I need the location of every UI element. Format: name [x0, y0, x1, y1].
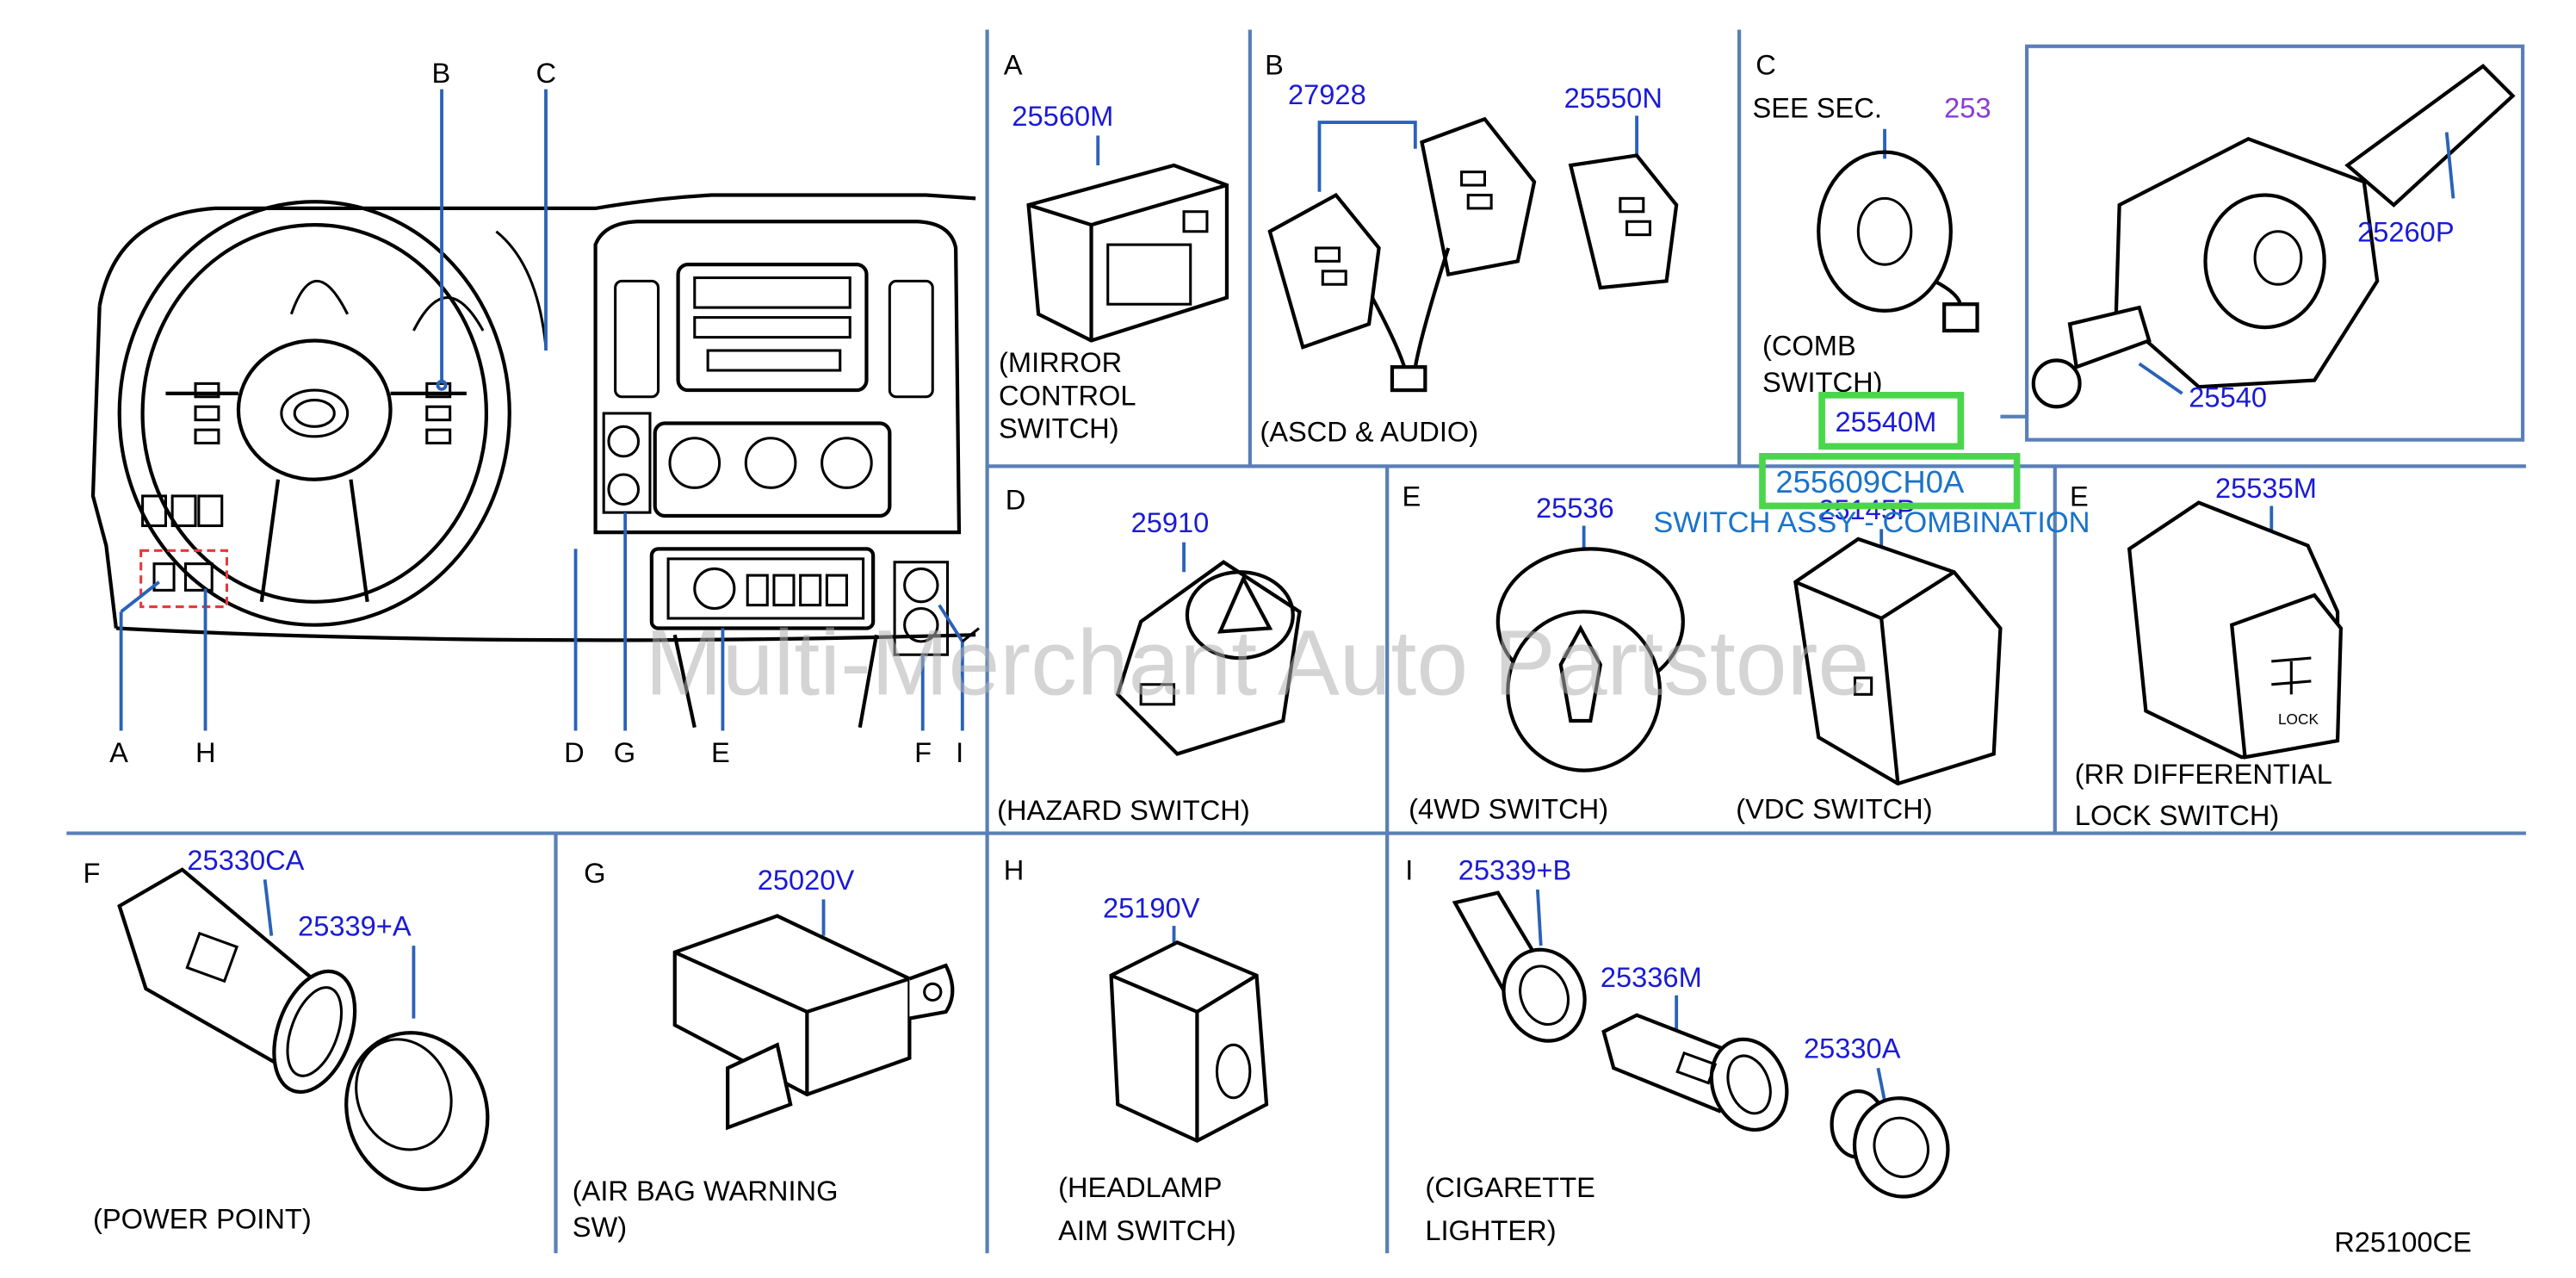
callout-d: D: [564, 736, 585, 768]
watermark: Multi-Merchant Auto Partstore: [645, 611, 1869, 714]
part-25330a[interactable]: 25330A: [1804, 1033, 1901, 1064]
part-25339a[interactable]: 25339+A: [298, 910, 412, 942]
panel-c-letter: C: [1756, 48, 1776, 80]
panel-h-caption-1: (HEADLAMP: [1058, 1171, 1222, 1203]
highlight-part-number[interactable]: 255609CH0A: [1775, 464, 1965, 499]
part-25339b[interactable]: 25339+B: [1458, 853, 1572, 885]
highlight-box-25540m: [1818, 391, 1965, 450]
part-25540[interactable]: 25540: [2189, 381, 2267, 413]
panel-e2-letter: E: [2070, 480, 2089, 512]
callout-e: E: [711, 736, 730, 768]
panel-e-caption-vdc: (VDC SWITCH): [1736, 792, 1932, 824]
panel-f-caption: (POWER POINT): [93, 1202, 312, 1234]
panel-f-power-point: F 25330CA 25339+A (POWER POINT): [83, 844, 490, 1234]
part-25336m[interactable]: 25336M: [1601, 961, 1702, 993]
panel-e2-rr-diff-lock: E 25535M LOCK (RR DIFFERENTIAL LOCK SWIT…: [2070, 472, 2344, 831]
part-27928[interactable]: 27928: [1288, 78, 1366, 110]
panel-b-letter: B: [1265, 48, 1284, 80]
panel-e2-caption-2: LOCK SWITCH): [2075, 799, 2279, 831]
panel-grid: [66, 29, 2526, 1254]
panel-e-4wd-vdc: E 25536 (4WD SWITCH) 25145P (VDC SWITCH): [1402, 480, 2003, 824]
panel-a-mirror-control: A 25560M (MIRROR CONTROL SWITCH): [999, 48, 1229, 444]
panel-h-headlamp-aim: H 25190V (HEADLAMP AIM SWITCH): [1004, 853, 1269, 1246]
panel-a-caption-1: (MIRROR: [999, 346, 1122, 378]
panel-c-see-sec: SEE SEC.: [1752, 91, 1881, 123]
callout-c: C: [536, 57, 556, 89]
panel-d-letter: D: [1006, 483, 1026, 515]
panel-g-letter: G: [584, 857, 605, 889]
panel-h-caption-2: AIM SWITCH): [1058, 1214, 1236, 1246]
panel-g-caption-1: (AIR BAG WARNING: [573, 1175, 839, 1207]
panel-b-caption: (ASCD & AUDIO): [1260, 416, 1478, 448]
panel-a-caption-2: CONTROL: [999, 379, 1136, 411]
diagram-code: R25100CE: [2334, 1225, 2472, 1257]
panel-e2-lock-text: LOCK: [2278, 710, 2319, 728]
part-25536[interactable]: 25536: [1536, 492, 1614, 524]
highlight-description: SWITCH ASSY - COMBINATION: [1653, 506, 2090, 539]
callout-h: H: [195, 736, 216, 768]
part-25190v[interactable]: 25190V: [1103, 891, 1200, 923]
steering-wheel: [117, 200, 511, 627]
dashboard-overview: B C A H D G E F I: [90, 57, 980, 768]
panel-i-caption-2: LIGHTER): [1425, 1214, 1556, 1246]
part-25330ca[interactable]: 25330CA: [187, 844, 304, 876]
panel-d-caption: (HAZARD SWITCH): [997, 794, 1250, 826]
panel-d-hazard-switch: D 25910 (HAZARD SWITCH): [997, 483, 1302, 826]
panel-a-caption-3: SWITCH): [999, 413, 1119, 444]
part-25535m[interactable]: 25535M: [2215, 472, 2317, 504]
part-25145p[interactable]: 25145P: [1818, 493, 1915, 525]
part-25020v[interactable]: 25020V: [758, 864, 855, 896]
panel-b-ascd-audio: B 27928 25550N (ASCD & AUDIO): [1260, 48, 1679, 448]
panel-c-comb-switch: C SEE SEC. 253 (COMB SWITCH) 25260P 2554…: [1752, 48, 2516, 450]
callout-f: F: [914, 736, 932, 768]
panel-e-caption-4wd: (4WD SWITCH): [1409, 792, 1608, 824]
callout-i: I: [956, 736, 963, 768]
panel-g-caption-2: SW): [573, 1211, 627, 1243]
panel-c-sec-link[interactable]: 253: [1944, 91, 1991, 123]
part-25540m[interactable]: 25540M: [1835, 406, 1936, 437]
panel-h-letter: H: [1004, 853, 1025, 885]
panel-g-airbag-warning: G 25020V (AIR BAG WARNING SW): [573, 857, 955, 1243]
callout-b: B: [432, 57, 451, 89]
panel-f-letter: F: [83, 857, 100, 889]
part-25260p[interactable]: 25260P: [2357, 215, 2454, 247]
center-stack: [593, 220, 962, 535]
part-25560m[interactable]: 25560M: [1012, 100, 1113, 132]
part-25550n[interactable]: 25550N: [1564, 82, 1663, 114]
panel-i-caption-1: (CIGARETTE: [1425, 1171, 1595, 1203]
panel-e2-caption-1: (RR DIFFERENTIAL: [2075, 758, 2332, 790]
callout-g: G: [614, 736, 635, 768]
part-25910[interactable]: 25910: [1131, 506, 1210, 538]
panel-c-caption-1: (COMB: [1762, 330, 1856, 362]
highlighted-part: 255609CH0A SWITCH ASSY - COMBINATION: [1653, 453, 2090, 539]
panel-a-letter: A: [1004, 48, 1023, 80]
panel-i-cigarette-lighter: I 25339+B 25336M 25330A (CIGARETTE LIGHT…: [1405, 853, 1950, 1246]
callout-a: A: [109, 736, 128, 768]
panel-i-letter: I: [1405, 853, 1413, 885]
panel-e-letter: E: [1402, 480, 1421, 512]
highlight-box-255609ch0a: [1759, 453, 2021, 510]
